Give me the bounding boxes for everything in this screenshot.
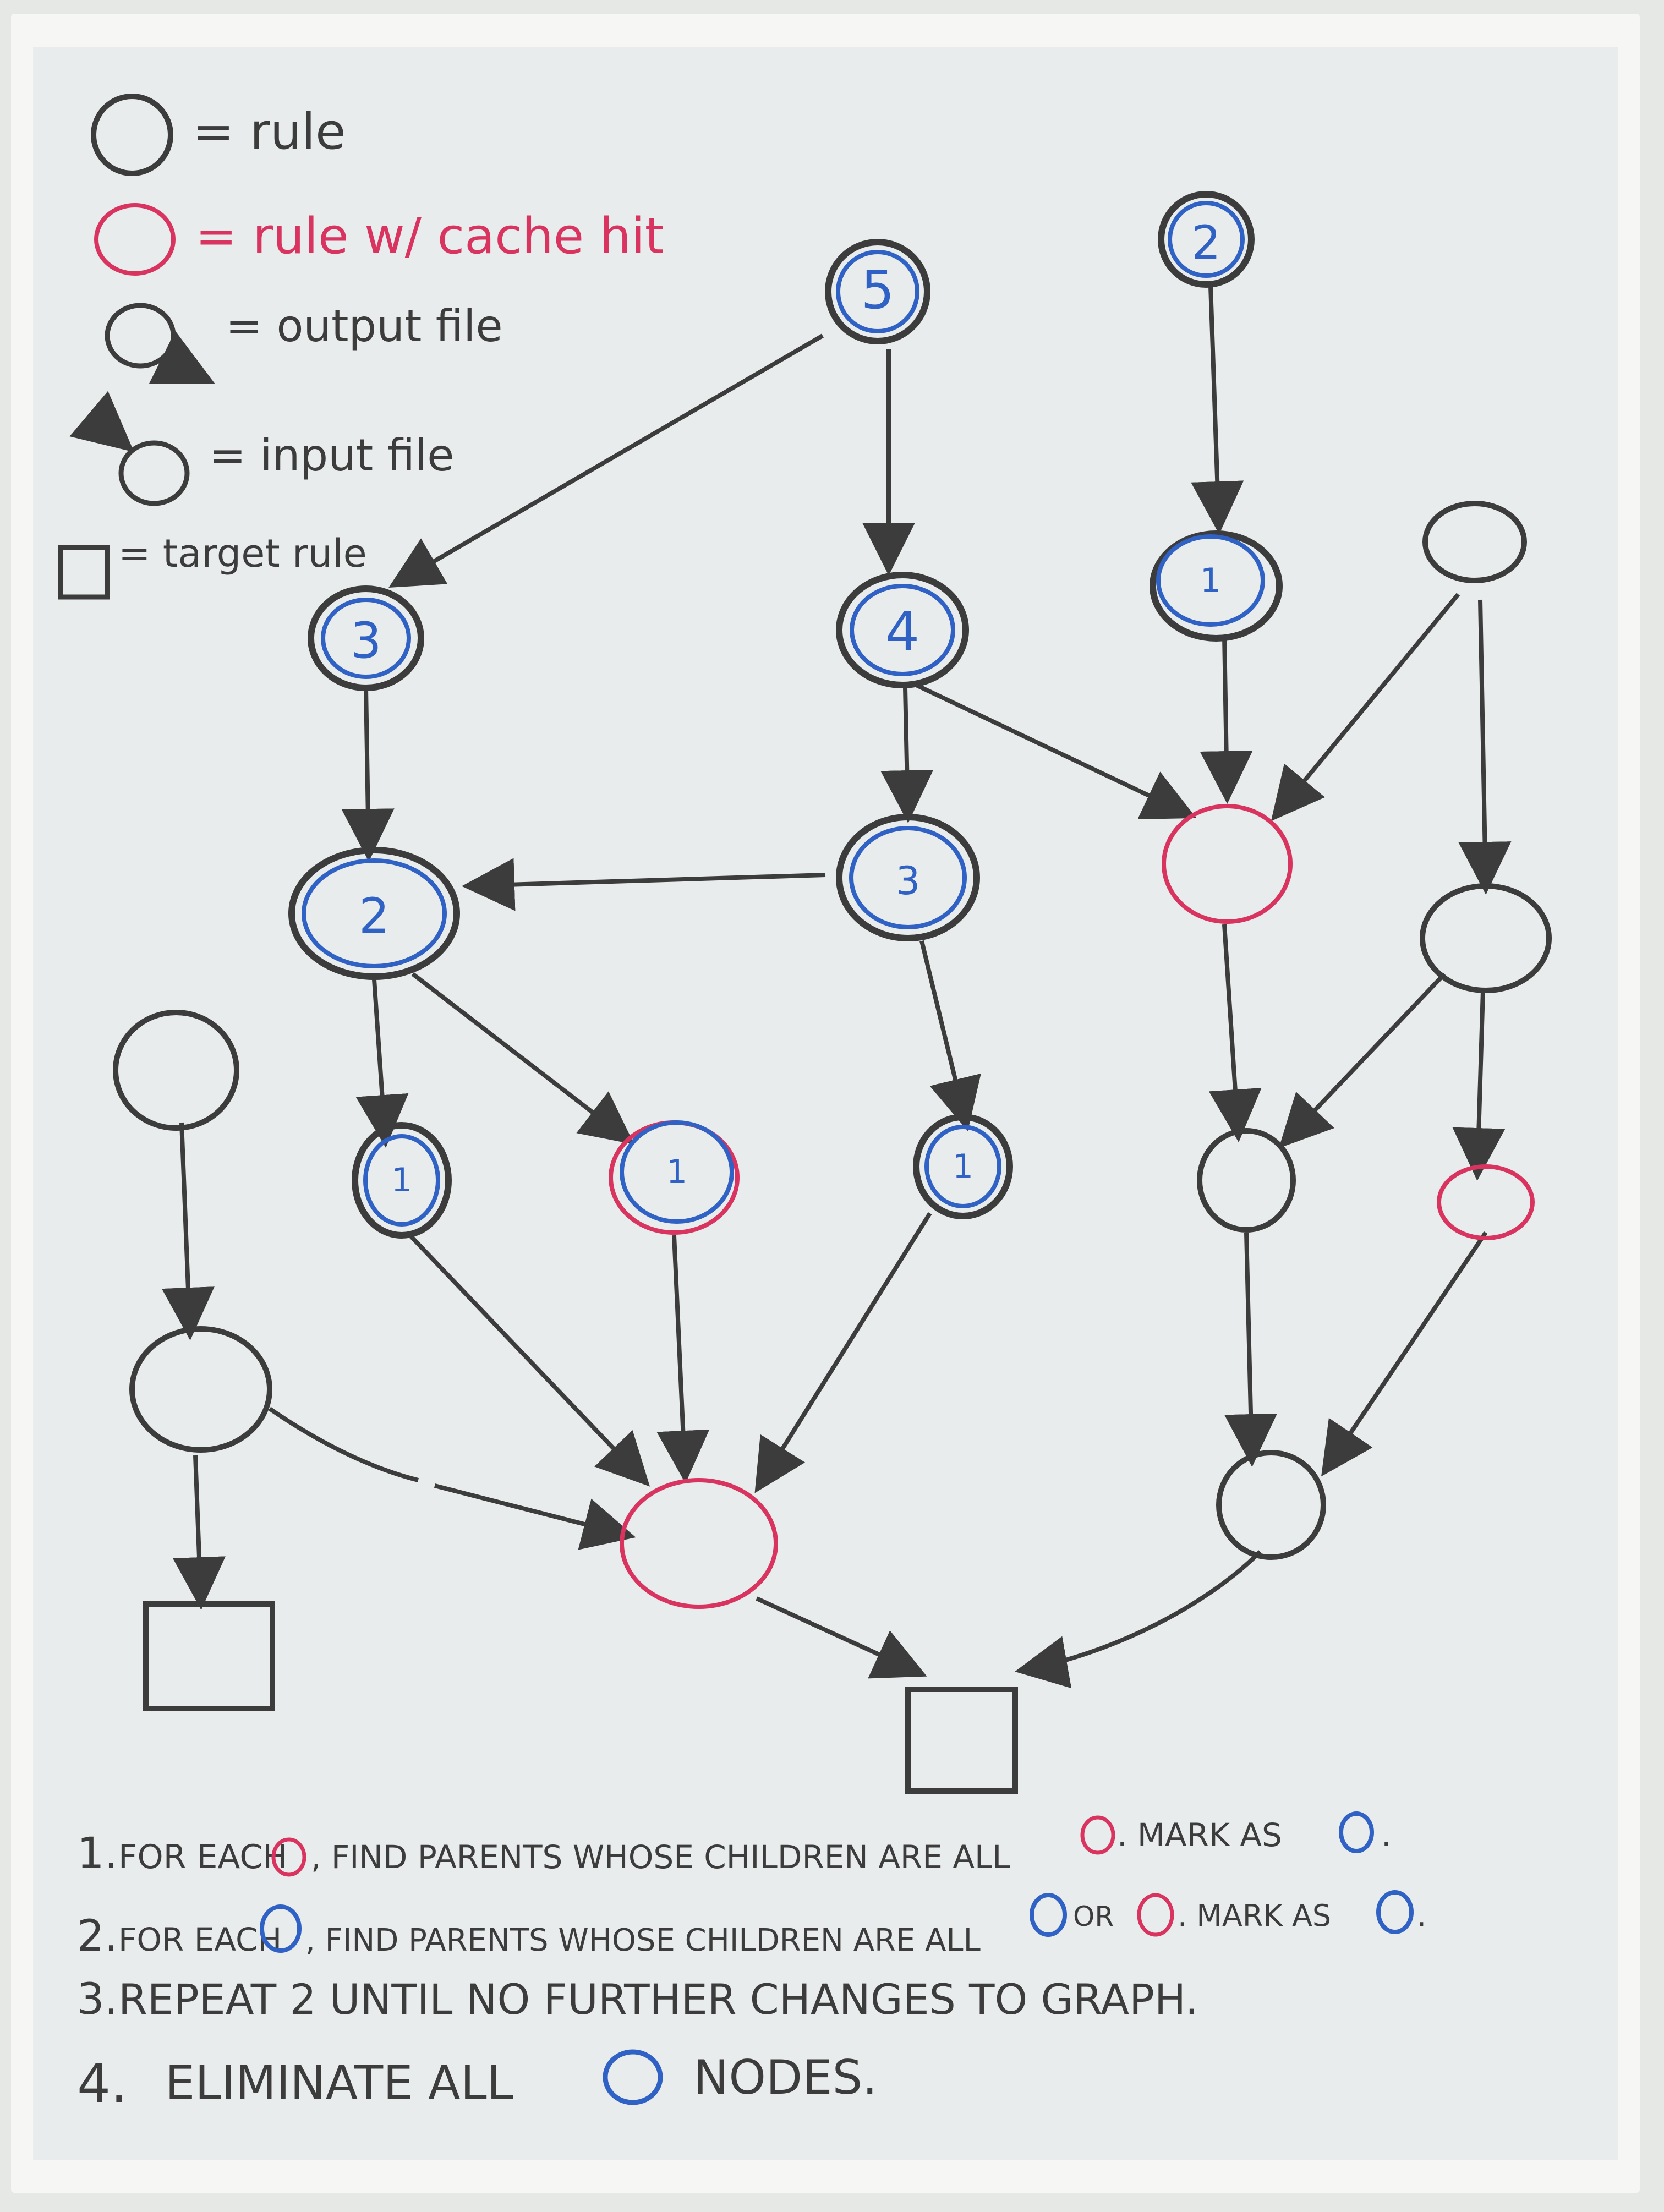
graph-node-4: 4: [836, 572, 969, 688]
legend: = rule = rule w/ cache hit = output file…: [58, 94, 664, 600]
edge-pinkbottom-to-target2: [756, 1596, 927, 1679]
edge-pink-to-rightB: [1208, 924, 1262, 1142]
graph-node-left-rule-middle: [129, 1326, 272, 1453]
edge-1d-to-pinkbottom: [754, 1212, 932, 1493]
step-4-number: 4.: [77, 2053, 128, 2115]
board-surface: [33, 47, 1618, 2160]
legend-cache-circle-icon: [94, 203, 176, 276]
node-label: 2: [359, 888, 390, 944]
step-2-blue-circle-3-icon: [1376, 1890, 1414, 1934]
graph-node-1-cache-hit: 1: [609, 1120, 740, 1235]
legend-target-label: = target rule: [118, 531, 367, 576]
node-label: 3: [896, 858, 921, 904]
edge-right-to-rightB: [1278, 972, 1446, 1148]
edge-topright-to-pink: [1271, 593, 1460, 822]
step-2-blue-circle-2-icon: [1030, 1893, 1067, 1937]
step-2-part-3: , FIND PARENTS WHOSE CHILDREN ARE ALL: [305, 1923, 981, 1958]
step-1-blue-circle-icon: [1339, 1811, 1374, 1853]
step-4-part-3: NODES.: [693, 2050, 878, 2105]
node-label: 1: [953, 1147, 973, 1186]
edge-4-to-3: [880, 687, 934, 823]
step-1-pink-circle-icon: [271, 1837, 306, 1877]
step-2-part-7: . MARK AS: [1178, 1898, 1331, 1933]
graph-node-left-rule-top: [113, 1010, 239, 1131]
node-label: 1: [666, 1153, 687, 1191]
edge-4-to-pink: [915, 683, 1197, 820]
node-label: 1: [1200, 561, 1221, 600]
edge-leftmid-to-pinkbottom-a: [268, 1406, 419, 1482]
graph-node-1-right: 1: [913, 1114, 1013, 1219]
step-1-part-3: , FIND PARENTS WHOSE CHILDREN ARE ALL: [311, 1838, 1010, 1876]
legend-cache-label: = rule w/ cache hit: [195, 207, 664, 265]
edge-lefttop-to-leftmid: [161, 1122, 215, 1340]
legend-target-square-icon: [58, 545, 110, 600]
step-1-number: 1.: [77, 1829, 118, 1879]
node-label: 5: [861, 259, 894, 321]
step-1-part-5: . MARK AS: [1117, 1816, 1282, 1854]
graph-node-5: 5: [825, 239, 930, 344]
edge-rightC-to-target2: [1015, 1550, 1262, 1689]
graph-nodes: 5 2 3 4 1: [113, 191, 1552, 1794]
graph-node-top-right-rule: [1422, 501, 1527, 583]
edge-3-to-2b: [462, 858, 826, 911]
legend-rule-label: = rule: [193, 103, 346, 161]
step-4-part-1: ELIMINATE ALL: [165, 2056, 513, 2111]
node-label: 1: [391, 1161, 412, 1200]
step-2-blue-circle-icon: [260, 1904, 302, 1953]
edge-pinksmall-to-rightC: [1321, 1231, 1488, 1477]
graph-node-1-upper-right: 1: [1150, 530, 1283, 642]
target-rule-left: [143, 1601, 275, 1711]
edge-right-to-pinksmall: [1452, 990, 1506, 1181]
target-rule-bottom: [905, 1687, 1018, 1794]
edge-1c-to-pinkbottom: [656, 1235, 710, 1483]
graph-node-1-left: 1: [352, 1122, 452, 1239]
graph-node-cache-hit-middle: [1162, 804, 1293, 924]
step-2-pink-circle-icon: [1137, 1893, 1174, 1937]
legend-input-arrow-icon: [69, 391, 134, 452]
graph-node-cache-hit-small: [1437, 1164, 1535, 1240]
step-2-part-5: OR: [1073, 1901, 1114, 1932]
legend-input-circle-icon: [118, 440, 190, 506]
steps: 1. FOR EACH , FIND PARENTS WHOSE CHILDRE…: [77, 1811, 1426, 2115]
graph-node-cache-hit-bottom: [620, 1478, 778, 1609]
graph-node-3-middle: 3: [836, 814, 980, 941]
step-2-part-1: FOR EACH: [118, 1921, 282, 1958]
legend-input-label: = input file: [209, 430, 455, 481]
graph-node-right-rule-b: [1197, 1128, 1296, 1233]
graph-node-2-middle: 2: [288, 847, 460, 980]
step-3-text: REPEAT 2 UNTIL NO FURTHER CHANGES TO GRA…: [118, 1975, 1198, 2024]
step-1-part-7: .: [1381, 1816, 1391, 1854]
edge-1b-to-pinkbottom: [408, 1234, 650, 1487]
step-4-blue-circle-icon: [603, 2049, 663, 2105]
step-3-number: 3.: [77, 1975, 118, 2024]
step-2-number: 2.: [77, 1912, 118, 1961]
legend-rule-circle-icon: [91, 94, 173, 176]
edge-5-to-3: [388, 333, 824, 588]
edge-2-to-1b: [355, 979, 409, 1148]
node-label: 3: [350, 612, 381, 670]
step-2-part-9: .: [1417, 1898, 1426, 1933]
edge-rightB-to-rightC: [1224, 1232, 1278, 1467]
graph-edges: [161, 286, 1512, 1689]
edge-1-to-pink: [1200, 635, 1253, 804]
edge-2-to-1: [1191, 286, 1244, 534]
edge-leftmid-to-target: [173, 1455, 226, 1610]
graph-node-3-left: 3: [308, 585, 424, 691]
edge-topright-to-right: [1458, 599, 1512, 895]
graph-node-right-rule-c: [1216, 1450, 1326, 1560]
edge-2-to-1c: [411, 972, 634, 1145]
node-label: 4: [885, 601, 919, 664]
step-1-pink-circle-2-icon: [1080, 1815, 1115, 1855]
edge-3-to-2: [341, 687, 395, 862]
graph-node-2-top: 2: [1158, 191, 1255, 288]
legend-output-arrow-icon: [149, 331, 216, 385]
legend-output-label: = output file: [226, 300, 503, 352]
edge-leftmid-to-pinkbottom-b: [434, 1483, 636, 1550]
step-1-part-1: FOR EACH: [118, 1838, 287, 1876]
node-label: 2: [1191, 216, 1220, 270]
graph-node-right-rule-a: [1420, 883, 1552, 993]
edge-3-to-1d: [919, 940, 981, 1131]
